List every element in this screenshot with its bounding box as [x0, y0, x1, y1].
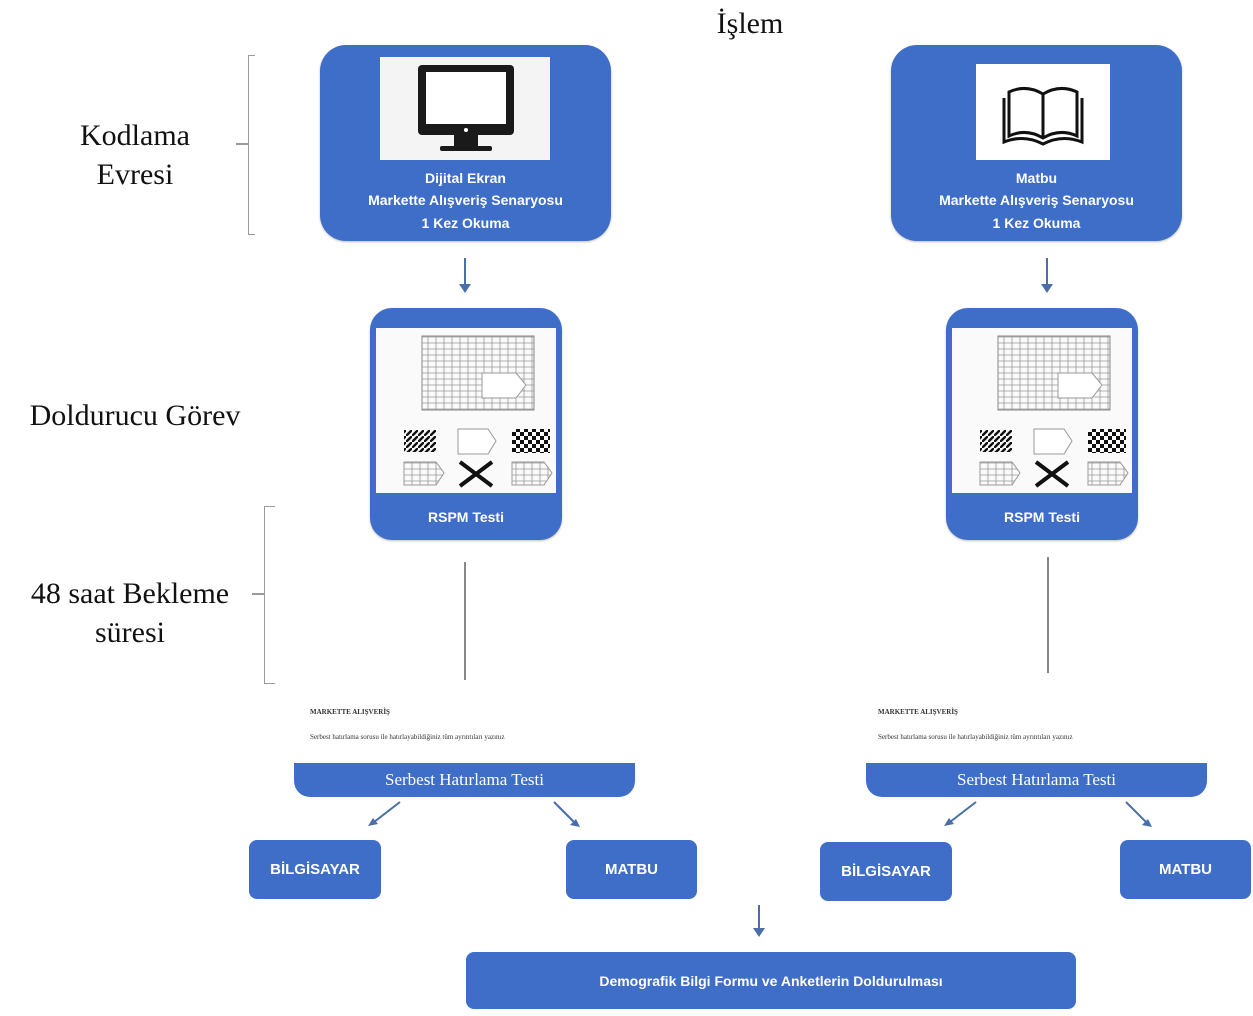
left-reading-card: Dijital Ekran Markette Alışveriş Senaryo… [320, 45, 611, 241]
left-card-line-1: Dijital Ekran [425, 170, 506, 186]
right-arrow-1-head [1041, 284, 1053, 293]
right-card-line-3: 1 Kez Okuma [992, 214, 1081, 231]
right-doc-text: Serbest hatırlama sorusu ile hatırlayabi… [878, 733, 1073, 741]
left-option-computer: BİLGİSAYAR [249, 840, 381, 899]
left-split-arrows [368, 801, 580, 827]
right-reading-card: Matbu Markette Alışveriş Senaryosu 1 Kez… [891, 45, 1182, 241]
right-option-print: MATBU [1120, 840, 1251, 899]
coding-bracket-tick [236, 143, 248, 145]
left-card-image [380, 57, 550, 160]
right-card-line-1: Matbu [1015, 170, 1058, 186]
stage-label-filler: Doldurucu Görev [29, 399, 241, 432]
left-arrow-1-head [459, 284, 471, 293]
monitor-icon [418, 65, 514, 151]
right-rspm-image [952, 328, 1132, 493]
matrix-puzzle-icon [403, 335, 553, 488]
left-recall-test: Serbest Hatırlama Testi [294, 763, 635, 797]
right-wait-line [1047, 557, 1049, 673]
left-arrow-1 [464, 258, 466, 286]
book-icon [1002, 87, 1084, 146]
right-rspm-card: RSPM Testi [946, 308, 1138, 540]
stage-label-coding-text: Kodlama Evresi [80, 119, 190, 191]
final-arrow [758, 905, 760, 931]
left-card-line-2: Markette Alışveriş Senaryosu [368, 192, 563, 209]
right-recall-test: Serbest Hatırlama Testi [866, 763, 1207, 797]
left-rspm-card: RSPM Testi [370, 308, 562, 540]
stage-label-waiting: 48 saat Bekleme süresi [12, 574, 248, 652]
left-card-line-3: 1 Kez Okuma [421, 214, 510, 231]
right-rspm-label: RSPM Testi [1004, 509, 1080, 525]
stage-label-coding: Kodlama Evresi [40, 116, 230, 194]
stage-label-waiting-text: 48 saat Bekleme süresi [30, 577, 230, 649]
right-option-computer: BİLGİSAYAR [820, 842, 952, 901]
right-arrow-1 [1046, 258, 1048, 286]
final-arrow-head [753, 928, 765, 937]
waiting-bracket-tick [252, 593, 264, 595]
waiting-bracket [264, 506, 275, 684]
right-card-image [976, 64, 1110, 160]
left-doc-text: Serbest hatırlama sorusu ile hatırlayabi… [310, 733, 505, 741]
coding-bracket [248, 55, 255, 235]
right-card-line-2: Markette Alışveriş Senaryosu [939, 192, 1134, 209]
left-option-print: MATBU [566, 840, 697, 899]
matrix-puzzle-icon [979, 335, 1129, 488]
left-card-text: Dijital Ekran Markette Alışveriş Senaryo… [320, 167, 611, 234]
left-wait-line [464, 562, 466, 680]
right-split-arrows [944, 801, 1152, 827]
left-rspm-image [376, 328, 556, 493]
diagram-title: İşlem [716, 7, 784, 40]
final-demographic-box: Demografik Bilgi Formu ve Anketlerin Dol… [466, 952, 1076, 1009]
left-rspm-label: RSPM Testi [428, 509, 504, 525]
left-doc-title: MARKETTE ALIŞVERİŞ [310, 708, 390, 716]
right-doc-title: MARKETTE ALIŞVERİŞ [878, 708, 958, 716]
right-card-text: Matbu Markette Alışveriş Senaryosu 1 Kez… [891, 167, 1182, 234]
